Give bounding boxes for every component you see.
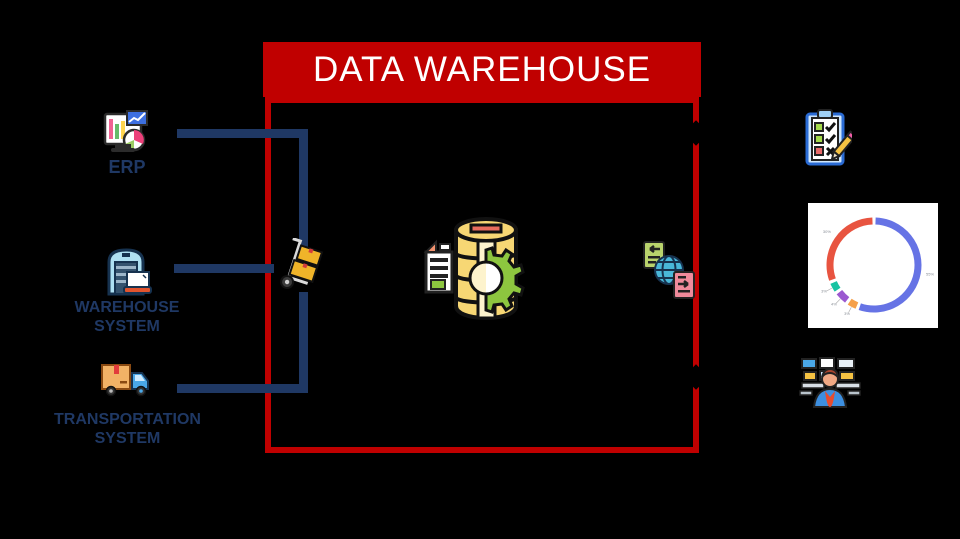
connector-transport-line xyxy=(177,384,308,393)
svg-text:3%: 3% xyxy=(844,311,850,316)
warehouse-system-label: WAREHOUSE SYSTEM xyxy=(74,299,180,335)
checklist-clipboard-icon xyxy=(802,108,858,175)
delivery-truck-icon xyxy=(98,363,154,402)
connector-erp-line xyxy=(177,129,308,138)
erp-analytics-monitor-icon xyxy=(101,110,153,165)
hand-truck-icon xyxy=(274,237,324,301)
transportation-system-label: TRANSPORTATION SYSTEM xyxy=(54,411,201,447)
data-warehouse-header: DATA WAREHOUSE xyxy=(263,42,701,97)
connector-warehouse-line xyxy=(174,264,274,273)
svg-text:3%: 3% xyxy=(821,288,827,293)
svg-text:55%: 55% xyxy=(926,271,934,276)
diagram-title: DATA WAREHOUSE xyxy=(312,49,652,89)
warehouse-building-icon xyxy=(103,246,153,303)
donut-chart: 55% 3% 4% 3% 30% xyxy=(808,203,938,328)
svg-text:4%: 4% xyxy=(831,301,837,306)
connector-vertical-bottom xyxy=(299,292,308,392)
database-etl-gear-icon xyxy=(418,208,546,341)
globe-data-transfer-icon xyxy=(642,240,696,305)
connector-vertical-top xyxy=(299,129,308,249)
svg-text:30%: 30% xyxy=(823,229,831,234)
erp-label: ERP xyxy=(108,157,146,177)
analyst-dashboard-icon xyxy=(798,355,864,414)
